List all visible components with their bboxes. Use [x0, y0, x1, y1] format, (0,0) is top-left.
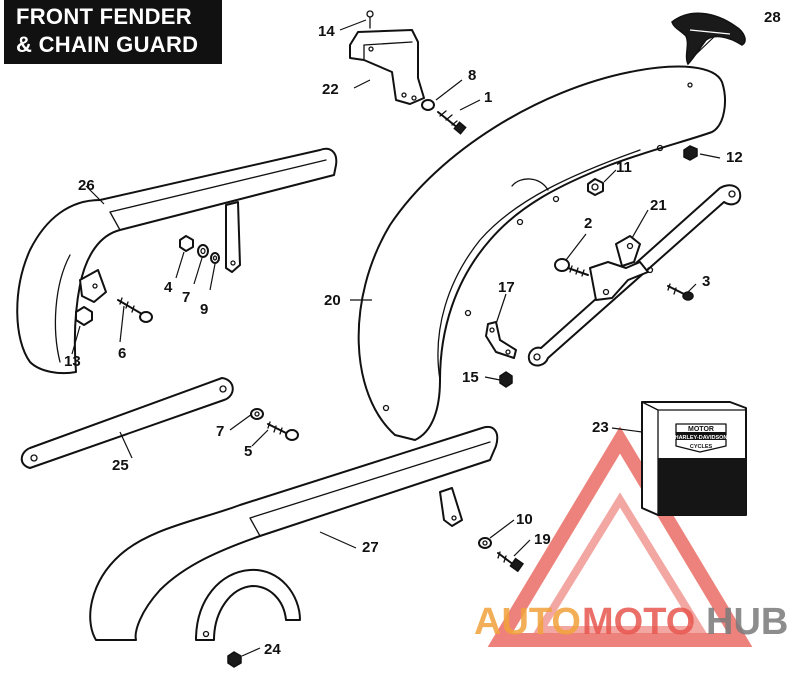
watermark-hub: HUB: [706, 601, 788, 643]
fender-support-rod: [527, 184, 742, 367]
can-text-2: HARLEY-DAVIDSON: [675, 435, 728, 441]
callout-21: 21: [650, 197, 667, 214]
callout-9: 9: [200, 301, 208, 318]
can-text-3: CYCLES: [690, 444, 713, 450]
washer-9: [210, 252, 220, 264]
callout-20: 20: [324, 292, 341, 309]
callout-17: 17: [498, 279, 515, 296]
lower-chain-guard: [89, 426, 499, 641]
callout-15: 15: [462, 369, 479, 386]
screw-19: [497, 551, 525, 573]
callout-25: 25: [112, 457, 129, 474]
callout-8: 8: [468, 67, 476, 84]
callout-28: 28: [764, 9, 781, 26]
washer-7b: [250, 408, 264, 420]
chain-guard-strap: [20, 377, 234, 469]
watermark-triangle: [487, 426, 753, 647]
callout-4: 4: [164, 279, 173, 296]
callout-3: 3: [702, 273, 710, 290]
bolt-2: [554, 258, 589, 277]
diagram-title-box: FRONT FENDER & CHAIN GUARD: [4, 0, 222, 64]
callout-13: 13: [64, 353, 81, 370]
bolt-3: [667, 283, 694, 301]
nut-11: [587, 178, 604, 196]
washer-7a: [197, 244, 209, 258]
callout-12: 12: [726, 149, 743, 166]
callout-labels: 14 22 8 1 28 12 11 21 2 3 20 17 15 26 4 …: [64, 9, 781, 658]
title-line-1: FRONT FENDER: [16, 4, 192, 29]
watermark-auto: AUTO: [474, 601, 581, 643]
washer-10: [478, 537, 492, 549]
callout-19: 19: [534, 531, 551, 548]
callout-7a: 7: [182, 289, 190, 306]
upper-chain-guard: [16, 147, 338, 375]
small-bracket: [485, 321, 517, 388]
callout-24: 24: [264, 641, 281, 658]
nut-12: [683, 145, 698, 161]
callout-6: 6: [118, 345, 126, 362]
can-text-1: MOTOR: [688, 426, 714, 433]
callout-10: 10: [516, 511, 533, 528]
callout-14: 14: [318, 23, 335, 40]
callout-2: 2: [584, 215, 592, 232]
nut-13: [75, 306, 93, 326]
screw-14: [366, 10, 374, 18]
bolt-1: [421, 99, 467, 135]
callout-22: 22: [322, 81, 339, 98]
screw-4: [179, 235, 194, 252]
nut-24: [227, 651, 242, 668]
bolt-6: [117, 297, 153, 323]
mounting-bracket: [349, 10, 425, 105]
callout-11: 11: [616, 159, 632, 176]
front-fender: [357, 65, 726, 441]
watermark-logo: AUTO MOTO HUB: [474, 601, 788, 643]
leader-lines: [71, 19, 721, 657]
screw-5: [267, 421, 299, 441]
fender-emblem: [671, 12, 746, 66]
callout-5: 5: [244, 443, 252, 460]
callout-26: 26: [78, 177, 95, 194]
callout-1: 1: [484, 89, 492, 106]
title-line-2: & CHAIN GUARD: [16, 32, 199, 57]
watermark-moto: MOTO: [582, 601, 695, 643]
callout-27: 27: [362, 539, 379, 556]
callout-7b: 7: [216, 423, 224, 440]
callout-23: 23: [592, 419, 609, 436]
paint-can: [641, 401, 747, 516]
